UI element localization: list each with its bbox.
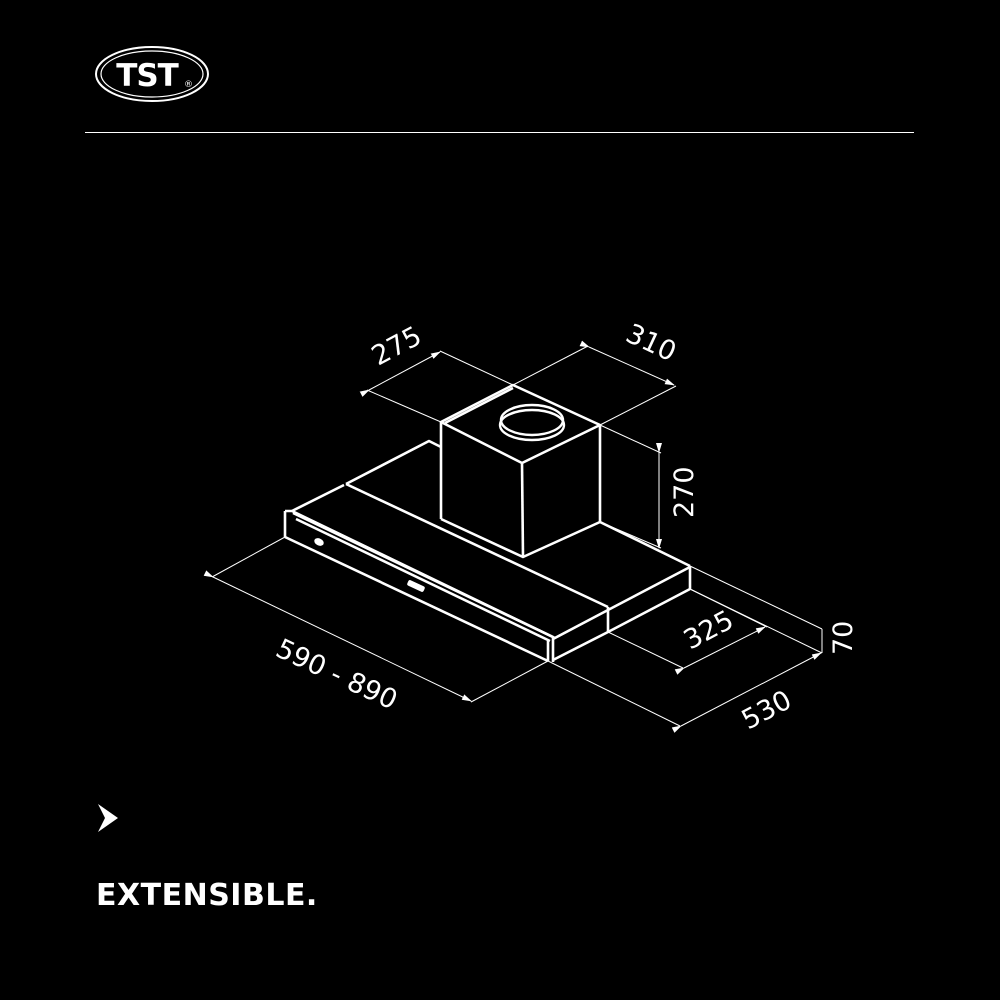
dim-chimney-depth: 310 [621,318,681,368]
duct-collar [498,403,566,442]
power-button-icon [314,538,324,546]
feature-caption: EXTENSIBLE. [96,878,318,913]
dim-hood-height: 70 [828,621,859,655]
hood-body [283,383,692,663]
dimension-lines [203,340,823,733]
chevron-right-icon [98,804,118,832]
control-buttons-icon [407,580,425,592]
registered-mark: ® [184,80,193,90]
logo-text: TST [116,58,178,94]
header-divider [85,132,914,133]
dim-hood-depth-fixed: 325 [679,605,739,657]
dim-hood-width: 590 - 890 [271,633,402,716]
dim-chimney-height: 270 [669,466,700,518]
tst-logo: TST ® [95,46,209,102]
